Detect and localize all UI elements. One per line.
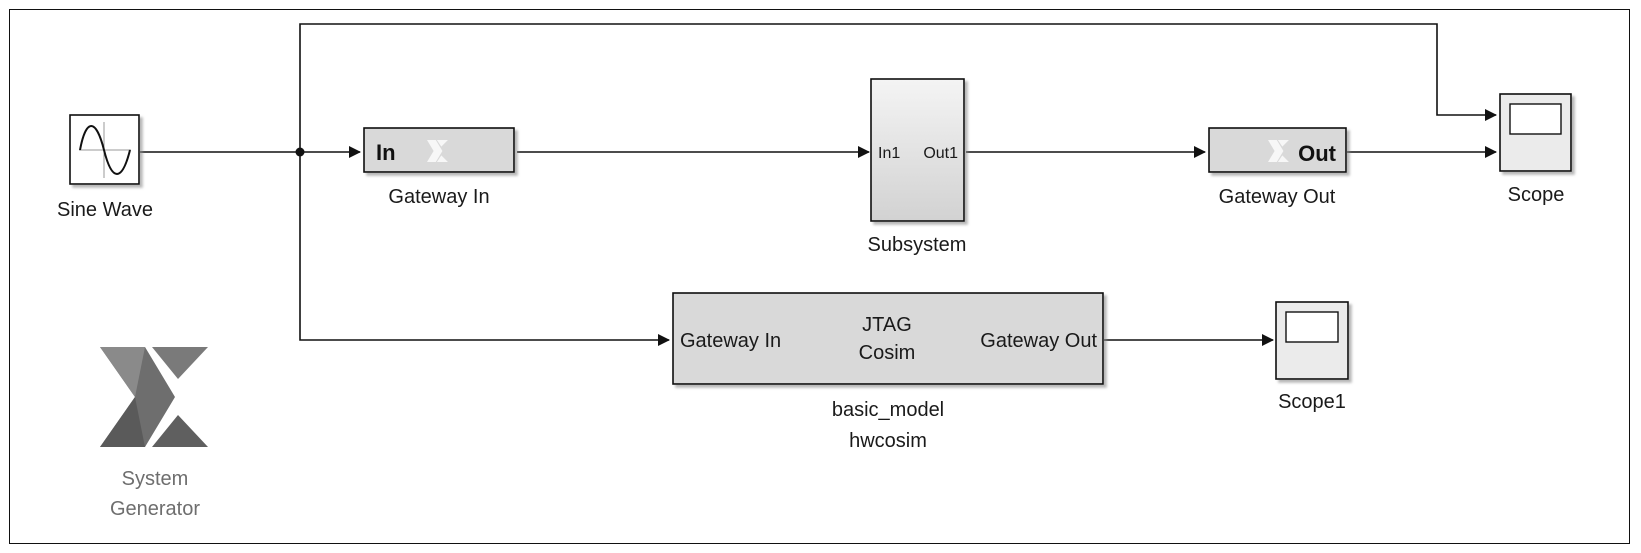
hwcosim-label-line1: basic_model [832,399,944,421]
scope-block[interactable]: Scope [1499,93,1572,206]
scope-label: Scope [1508,184,1565,206]
system-generator-block[interactable]: System Generator [100,347,208,520]
subsystem-out-port: Out1 [923,145,958,162]
hwcosim-block[interactable]: Gateway In Gateway Out JTAG Cosim basic_… [672,292,1104,452]
xilinx-logo-icon [1268,140,1289,162]
scope1-block[interactable]: Scope1 [1275,301,1349,413]
gateway-in-label: Gateway In [388,186,489,208]
subsystem-label: Subsystem [868,234,967,256]
wire-branch-to-scope-in1 [299,23,1497,152]
gateway-out-label: Gateway Out [1219,186,1336,208]
scope-icon [1285,311,1339,343]
branch-point [295,147,305,157]
sine-wave-icon [79,122,131,178]
gateway-out-text: Out [1298,141,1337,166]
xilinx-logo-icon [427,140,448,162]
scope1-label: Scope1 [1278,391,1346,413]
sine-wave-label: Sine Wave [57,199,153,221]
hwcosim-center-line2: Cosim [859,342,916,364]
system-generator-label-line1: System [122,468,189,490]
sine-wave-block[interactable]: Sine Wave [57,114,153,221]
wire-branch-to-hwcosim [299,152,670,346]
scope-icon [1509,103,1562,135]
hwcosim-out-port: Gateway Out [980,330,1097,352]
hwcosim-label-line2: hwcosim [849,430,927,452]
xilinx-logo-icon [100,347,208,447]
gateway-in-block[interactable]: In Gateway In [363,127,515,208]
gateway-out-block[interactable]: Out Gateway Out [1208,127,1347,208]
model-canvas [9,9,1630,544]
signal-lines [140,23,1497,346]
system-generator-label-line2: Generator [110,498,200,520]
hwcosim-center-line1: JTAG [862,314,912,336]
subsystem-block[interactable]: In1 Out1 Subsystem [868,78,967,256]
hwcosim-in-port: Gateway In [680,330,781,352]
gateway-in-text: In [376,140,396,165]
subsystem-in-port: In1 [878,145,900,162]
